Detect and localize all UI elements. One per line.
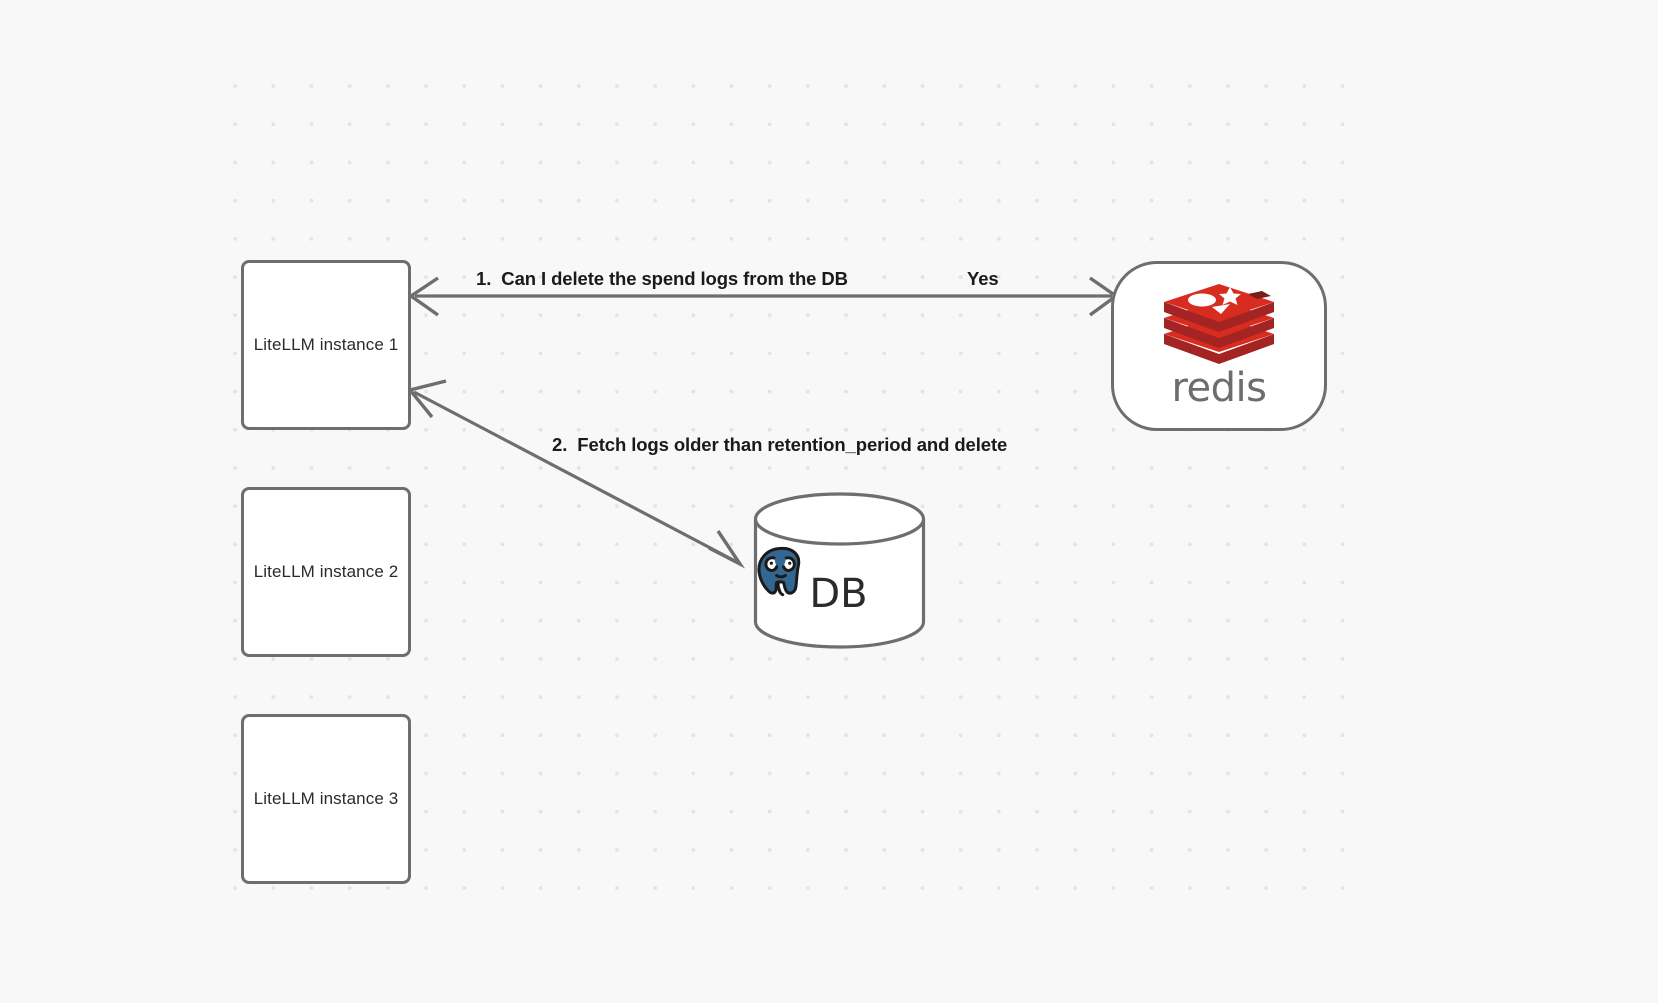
edge-label-yes: Yes [967, 268, 999, 289]
node-redis[interactable]: redis [1111, 261, 1327, 431]
redis-logo-icon [1160, 284, 1278, 366]
redis-wordmark: redis [1171, 365, 1267, 411]
edge-2-arrowhead-downright [708, 530, 746, 569]
edge-label-fetch-logs: 2. Fetch logs older than retention_perio… [552, 434, 1008, 455]
node-label: LiteLLM instance 1 [253, 335, 399, 354]
node-label: LiteLLM instance 2 [253, 562, 399, 581]
node-label: LiteLLM instance 3 [253, 789, 399, 808]
edge-label-can-i-delete: 1. Can I delete the spend logs from the … [476, 268, 848, 289]
node-litellm-instance-3[interactable]: LiteLLM instance 3 [241, 714, 411, 884]
edge-line-2 [413, 390, 738, 564]
db-label: DB [809, 571, 868, 617]
node-litellm-instance-1[interactable]: LiteLLM instance 1 [241, 260, 411, 430]
edge-2-arrowhead-upleft [406, 379, 447, 419]
edge-1-arrowhead-left [407, 276, 439, 317]
node-litellm-instance-2[interactable]: LiteLLM instance 2 [241, 487, 411, 657]
cylinder-shape [753, 492, 926, 649]
node-database[interactable]: DB [753, 492, 926, 649]
